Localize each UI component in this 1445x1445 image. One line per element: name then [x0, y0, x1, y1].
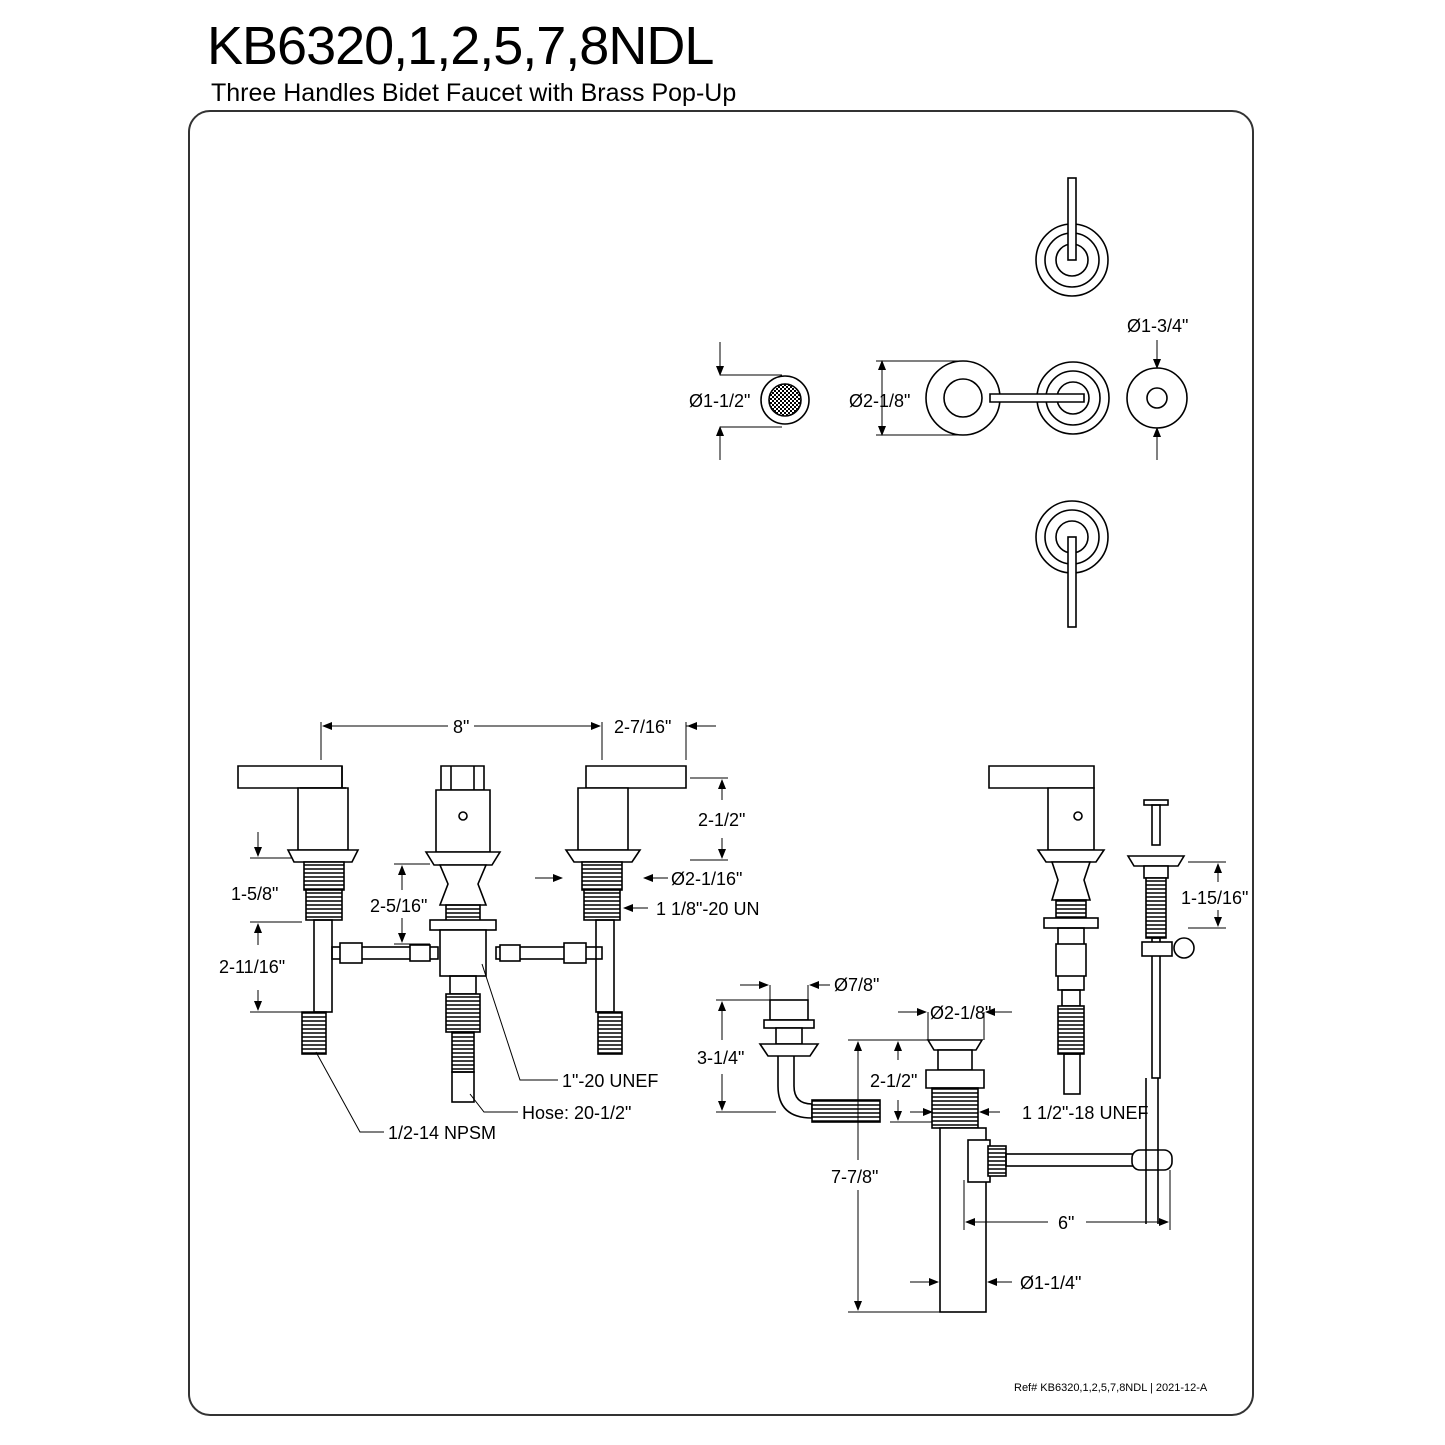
- top-view-dimensions: [716, 340, 1161, 460]
- lift-rod: [1126, 799, 1195, 1079]
- top-handle-plan: [1035, 177, 1109, 297]
- label-drain-upper: 2-1/2": [870, 1071, 917, 1091]
- spray-diverter: [758, 999, 881, 1123]
- right-handle-front: [564, 765, 687, 1055]
- label-center-height: 2-5/16": [370, 896, 427, 916]
- page-title: KB6320,1,2,5,7,8NDL: [207, 16, 714, 76]
- label-tailpiece-dia: Ø1-1/4": [1020, 1273, 1081, 1293]
- label-spray-dia: Ø7/8": [834, 975, 879, 995]
- label-shank-length: 2-11/16": [219, 957, 285, 977]
- label-handle-reach: 2-7/16": [614, 717, 671, 737]
- center-spout-front: [424, 765, 502, 1103]
- pop-up-drain: [925, 1039, 1173, 1313]
- label-handle-height: 2-1/2": [698, 810, 745, 830]
- front-view: [237, 765, 687, 1103]
- page-subtitle: Three Handles Bidet Faucet with Brass Po…: [211, 79, 737, 107]
- flange-plan: [1126, 367, 1188, 429]
- aerator-plan: [760, 375, 810, 425]
- label-shank-base-dia: Ø2-1/16": [671, 869, 742, 889]
- top-view: [760, 177, 1188, 628]
- reference-note: Ref# KB6320,1,2,5,7,8NDL | 2021-12-A: [1014, 1382, 1208, 1394]
- label-drain-flange-dia: Ø2-1/8": [930, 1003, 991, 1023]
- label-spread: 8": [453, 717, 469, 737]
- label-rod-height: 1-15/16": [1181, 888, 1248, 908]
- label-center-thread: 1"-20 UNEF: [562, 1071, 658, 1091]
- side-view-dimensions: [716, 861, 1226, 1313]
- label-escutcheon-dia: Ø2-1/8": [849, 391, 910, 411]
- label-spray-height: 3-1/4": [697, 1048, 744, 1068]
- label-shank-thread: 1 1/8"-20 UN: [656, 899, 759, 919]
- side-handle: [988, 765, 1106, 1095]
- front-view-dimensions: [250, 722, 728, 1133]
- dimension-labels: Ø1-1/2" Ø2-1/8" Ø1-3/4" 8" 2-7/16" 2-1/2…: [219, 316, 1248, 1293]
- drawing-frame: [188, 110, 1254, 1416]
- label-aerator-dia: Ø1-1/2": [689, 391, 750, 411]
- label-flange-dia: Ø1-3/4": [1127, 316, 1188, 336]
- spout-plan: [925, 360, 1085, 436]
- bottom-handle-plan: [1035, 500, 1109, 628]
- supply-tubes: [331, 942, 603, 964]
- label-pivot-length: 6": [1058, 1213, 1074, 1233]
- label-riser-height: 1-5/8": [231, 884, 278, 904]
- left-handle-front: [237, 765, 360, 1055]
- label-hose: Hose: 20-1/2": [522, 1103, 631, 1123]
- label-drain-length: 7-7/8": [831, 1167, 878, 1187]
- label-supply-thread: 1/2-14 NPSM: [388, 1123, 496, 1143]
- side-view: [758, 765, 1195, 1313]
- label-drain-thread: 1 1/2"-18 UNEF: [1022, 1103, 1148, 1123]
